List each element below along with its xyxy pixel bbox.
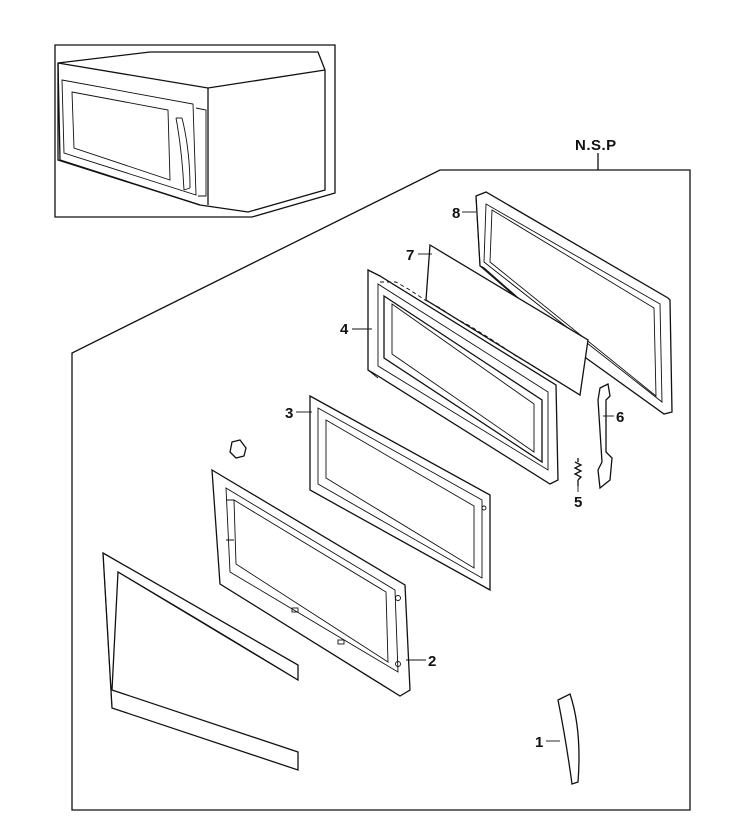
part-8-door-frame [475, 191, 673, 415]
nsp-label: N.S.P [575, 137, 617, 154]
microwave-icon [57, 51, 326, 213]
part-1-door-handle [557, 693, 580, 785]
callout-8: 8 [452, 205, 460, 222]
part-6-door-latch [597, 383, 613, 490]
callout-1: 1 [535, 734, 543, 751]
latch-clip-icon [229, 439, 247, 459]
part-5-spring [573, 458, 583, 486]
microwave-inset-view [54, 44, 336, 218]
part-7-glass-sheet [425, 243, 589, 397]
callout-4: 4 [340, 321, 349, 338]
callout-3: 3 [285, 405, 293, 422]
door-front-panel [102, 551, 299, 771]
callout-7: 7 [406, 247, 414, 264]
callout-6: 6 [616, 409, 624, 426]
part-3-door-gasket [309, 394, 491, 592]
part-4-choke-frame [367, 268, 559, 485]
callout-2: 2 [428, 653, 436, 670]
callout-labels: 8 7 4 3 6 5 2 1 [285, 205, 624, 751]
leader-lines [296, 211, 614, 742]
callout-5: 5 [574, 494, 582, 511]
part-2-door-frame [211, 468, 411, 697]
nsp-bracket: N.S.P [71, 137, 691, 811]
